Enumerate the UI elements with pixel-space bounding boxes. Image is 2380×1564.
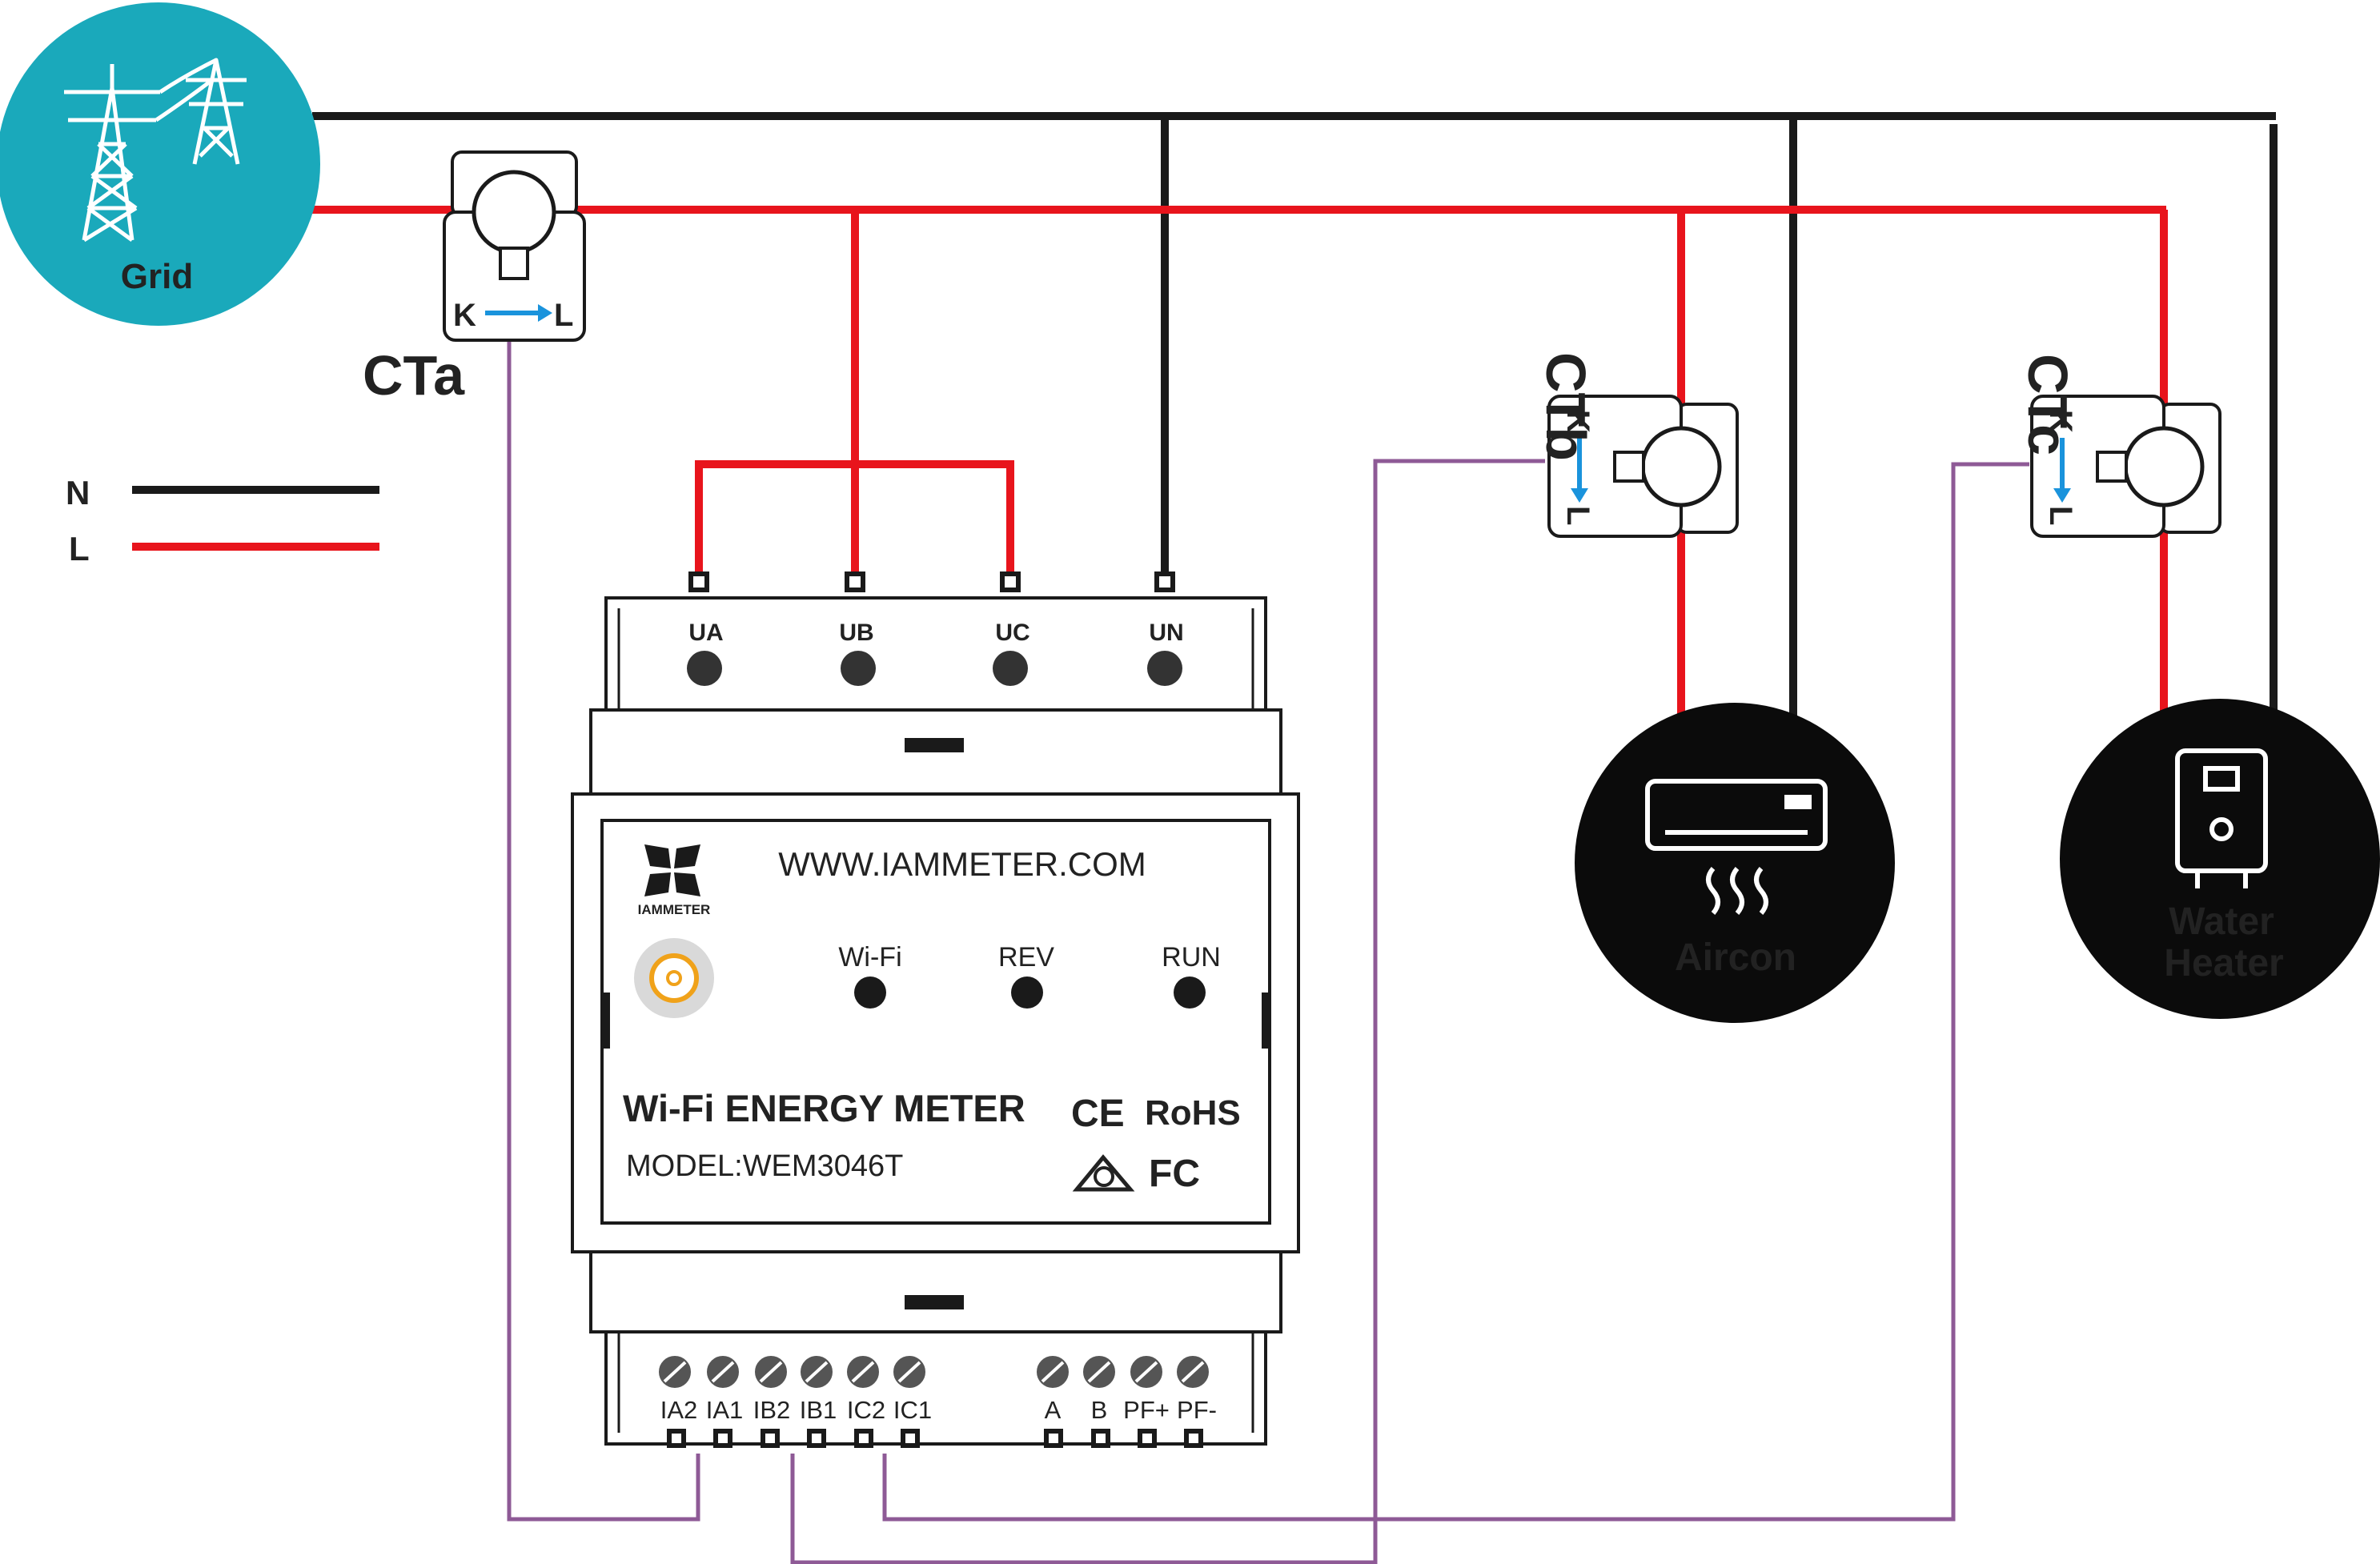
- ctc-k-label: K: [2043, 410, 2078, 433]
- ctc-wire: [882, 462, 2029, 1522]
- ctc-l-label: L: [2043, 506, 2078, 525]
- brand-label: IAMMETER: [638, 902, 711, 917]
- water-heater-icon: [2175, 748, 2268, 888]
- water-heater-circle: [2060, 699, 2380, 1019]
- cta-label: CTa: [363, 344, 465, 407]
- led-wifi: [854, 976, 886, 1009]
- grid-label: Grid: [121, 257, 193, 296]
- led-run: [1174, 976, 1206, 1009]
- grid-circle: [0, 2, 320, 326]
- live-branch-ua-uc: [695, 460, 1014, 582]
- legend: N L: [66, 474, 379, 567]
- terminal-ib2-label: IB2: [753, 1396, 791, 1424]
- water-heater-load: Water Heater: [2060, 699, 2380, 1019]
- aircon-load: Aircon: [1575, 703, 1895, 1023]
- ctc-label: CTc: [2017, 354, 2079, 455]
- ctb-label: CTb: [1535, 352, 1597, 461]
- water-heater-label-line1: Water: [2169, 900, 2274, 943]
- cta-l-label: L: [554, 298, 573, 333]
- ctb-k-label: K: [1560, 410, 1595, 433]
- ct-b-clamp: K L: [1547, 395, 1739, 538]
- terminal-ic1-label: IC1: [893, 1396, 932, 1424]
- terminal-ia2-label: IA2: [660, 1396, 698, 1424]
- neutral-wires: [312, 112, 2278, 720]
- terminal-pfminus-label: PF-: [1177, 1396, 1217, 1424]
- terminal-ib1-label: IB1: [800, 1396, 837, 1424]
- led-run-label: RUN: [1162, 942, 1221, 972]
- product-name: Wi-Fi ENERGY METER: [623, 1087, 1025, 1129]
- aircon-label: Aircon: [1675, 936, 1796, 979]
- terminal-pfplus-label: PF+: [1123, 1396, 1170, 1424]
- led-rev: [1011, 976, 1043, 1009]
- terminal-uc-label: UC: [995, 620, 1029, 646]
- grid-source: Grid: [0, 2, 320, 326]
- terminal-ua-label: UA: [688, 620, 723, 646]
- antenna-connector-icon: [634, 938, 714, 1018]
- terminal-ia1-label: IA1: [706, 1396, 744, 1424]
- fc-mark: FC: [1149, 1153, 1200, 1195]
- model-label: MODEL:WEM3046T: [626, 1149, 903, 1183]
- ct-wires: [507, 340, 2029, 1564]
- transmission-tower-icon: [64, 58, 247, 243]
- terminal-a-label: A: [1045, 1396, 1062, 1424]
- led-wifi-label: Wi-Fi: [838, 942, 901, 972]
- ce-mark: CE: [1071, 1093, 1125, 1135]
- ct-c-clamp: K L: [2030, 395, 2221, 538]
- energy-meter: IAMMETER WWW.IAMMETER.COM Wi-Fi REV RUN …: [571, 571, 1300, 1448]
- led-rev-label: REV: [998, 942, 1054, 972]
- website-label: WWW.IAMMETER.COM: [778, 845, 1146, 883]
- legend-n-label: N: [66, 474, 90, 511]
- bottom-terminals: IA2 IA1 IB2 IB1 IC2 IC1 A B PF+ PF-: [656, 1353, 1217, 1448]
- ctb-l-label: L: [1560, 506, 1595, 525]
- air-conditioner-icon: [1645, 779, 1828, 915]
- ctb-k-to-l-arrow-icon: [1571, 438, 1588, 503]
- ctb-wire: [790, 459, 1545, 1564]
- terminal-b-label: B: [1091, 1396, 1108, 1424]
- terminal-ub-label: UB: [839, 620, 873, 646]
- legend-l-label: L: [69, 530, 90, 567]
- terminal-ic2-label: IC2: [847, 1396, 885, 1424]
- water-heater-label-line2: Heater: [2164, 942, 2283, 985]
- rcm-mark-icon: [1072, 1154, 1135, 1192]
- cta-k-label: K: [453, 298, 476, 333]
- ct-a-clamp: K L: [443, 150, 586, 342]
- top-terminals: UA UB UC UN: [687, 571, 1184, 686]
- iammeter-logo-icon: [644, 844, 700, 896]
- terminal-un-label: UN: [1149, 620, 1183, 646]
- cta-k-to-l-arrow-icon: [485, 304, 552, 322]
- rohs-mark: RoHS: [1145, 1093, 1241, 1133]
- ctc-k-to-l-arrow-icon: [2053, 438, 2071, 503]
- cta-wire: [507, 340, 700, 1522]
